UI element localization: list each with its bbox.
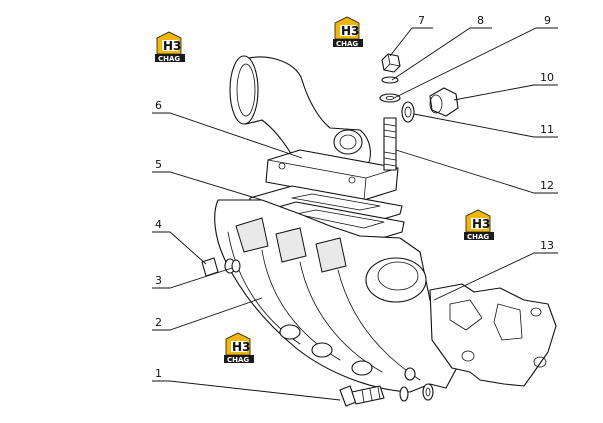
callout-10: 10 — [540, 71, 554, 84]
watermark-word: CHAG — [336, 40, 358, 48]
leader-9 — [393, 27, 558, 99]
callout-1: 1 — [155, 367, 162, 380]
callout-5: 5 — [155, 158, 162, 171]
exhaust-manifold — [214, 199, 461, 393]
leader-3 — [152, 267, 233, 289]
watermark-logo: H3 CHAG — [333, 16, 363, 48]
seal-ring — [401, 101, 415, 123]
callout-6: 6 — [155, 99, 162, 112]
watermark-word: CHAG — [227, 356, 249, 364]
callout-7: 7 — [418, 14, 425, 27]
callout-labels: 1 2 3 4 5 6 7 8 9 10 11 12 13 — [155, 14, 554, 380]
watermark-mark: H3 — [341, 24, 359, 38]
callout-8: 8 — [477, 14, 484, 27]
leader-12 — [395, 149, 558, 194]
leader-4 — [152, 231, 207, 265]
leader-1 — [152, 380, 341, 401]
watermark-mark: H3 — [232, 340, 250, 354]
elbow-pipe — [229, 55, 399, 201]
watermark-logo: H3 CHAG — [464, 209, 494, 241]
leader-lines — [152, 27, 558, 401]
leader-10 — [453, 84, 558, 101]
leader-11 — [413, 113, 558, 138]
screw-plug — [429, 87, 459, 117]
callout-11: 11 — [540, 123, 554, 136]
callout-13: 13 — [540, 239, 554, 252]
stud — [383, 117, 397, 171]
callout-2: 2 — [155, 316, 162, 329]
callout-3: 3 — [155, 274, 162, 287]
flat-washer — [379, 93, 401, 103]
nut — [381, 53, 401, 73]
leader-8 — [391, 27, 492, 81]
watermark-word: CHAG — [467, 233, 489, 241]
leader-5 — [152, 171, 263, 201]
callout-4: 4 — [155, 218, 162, 231]
leader-2 — [152, 297, 263, 331]
leader-13 — [433, 252, 558, 301]
watermark-word: CHAG — [158, 55, 180, 63]
manifold-gasket — [429, 283, 557, 387]
leader-7 — [389, 27, 433, 57]
drain-plug — [201, 257, 241, 277]
watermark-logo: H3 CHAG — [224, 332, 254, 364]
callout-12: 12 — [540, 179, 554, 192]
watermark-mark: H3 — [472, 217, 490, 231]
watermark-mark: H3 — [163, 39, 181, 53]
callout-9: 9 — [544, 14, 551, 27]
bolt-with-washers — [339, 367, 434, 407]
watermark-logo: H3 CHAG — [155, 31, 185, 63]
leader-6 — [152, 112, 303, 159]
